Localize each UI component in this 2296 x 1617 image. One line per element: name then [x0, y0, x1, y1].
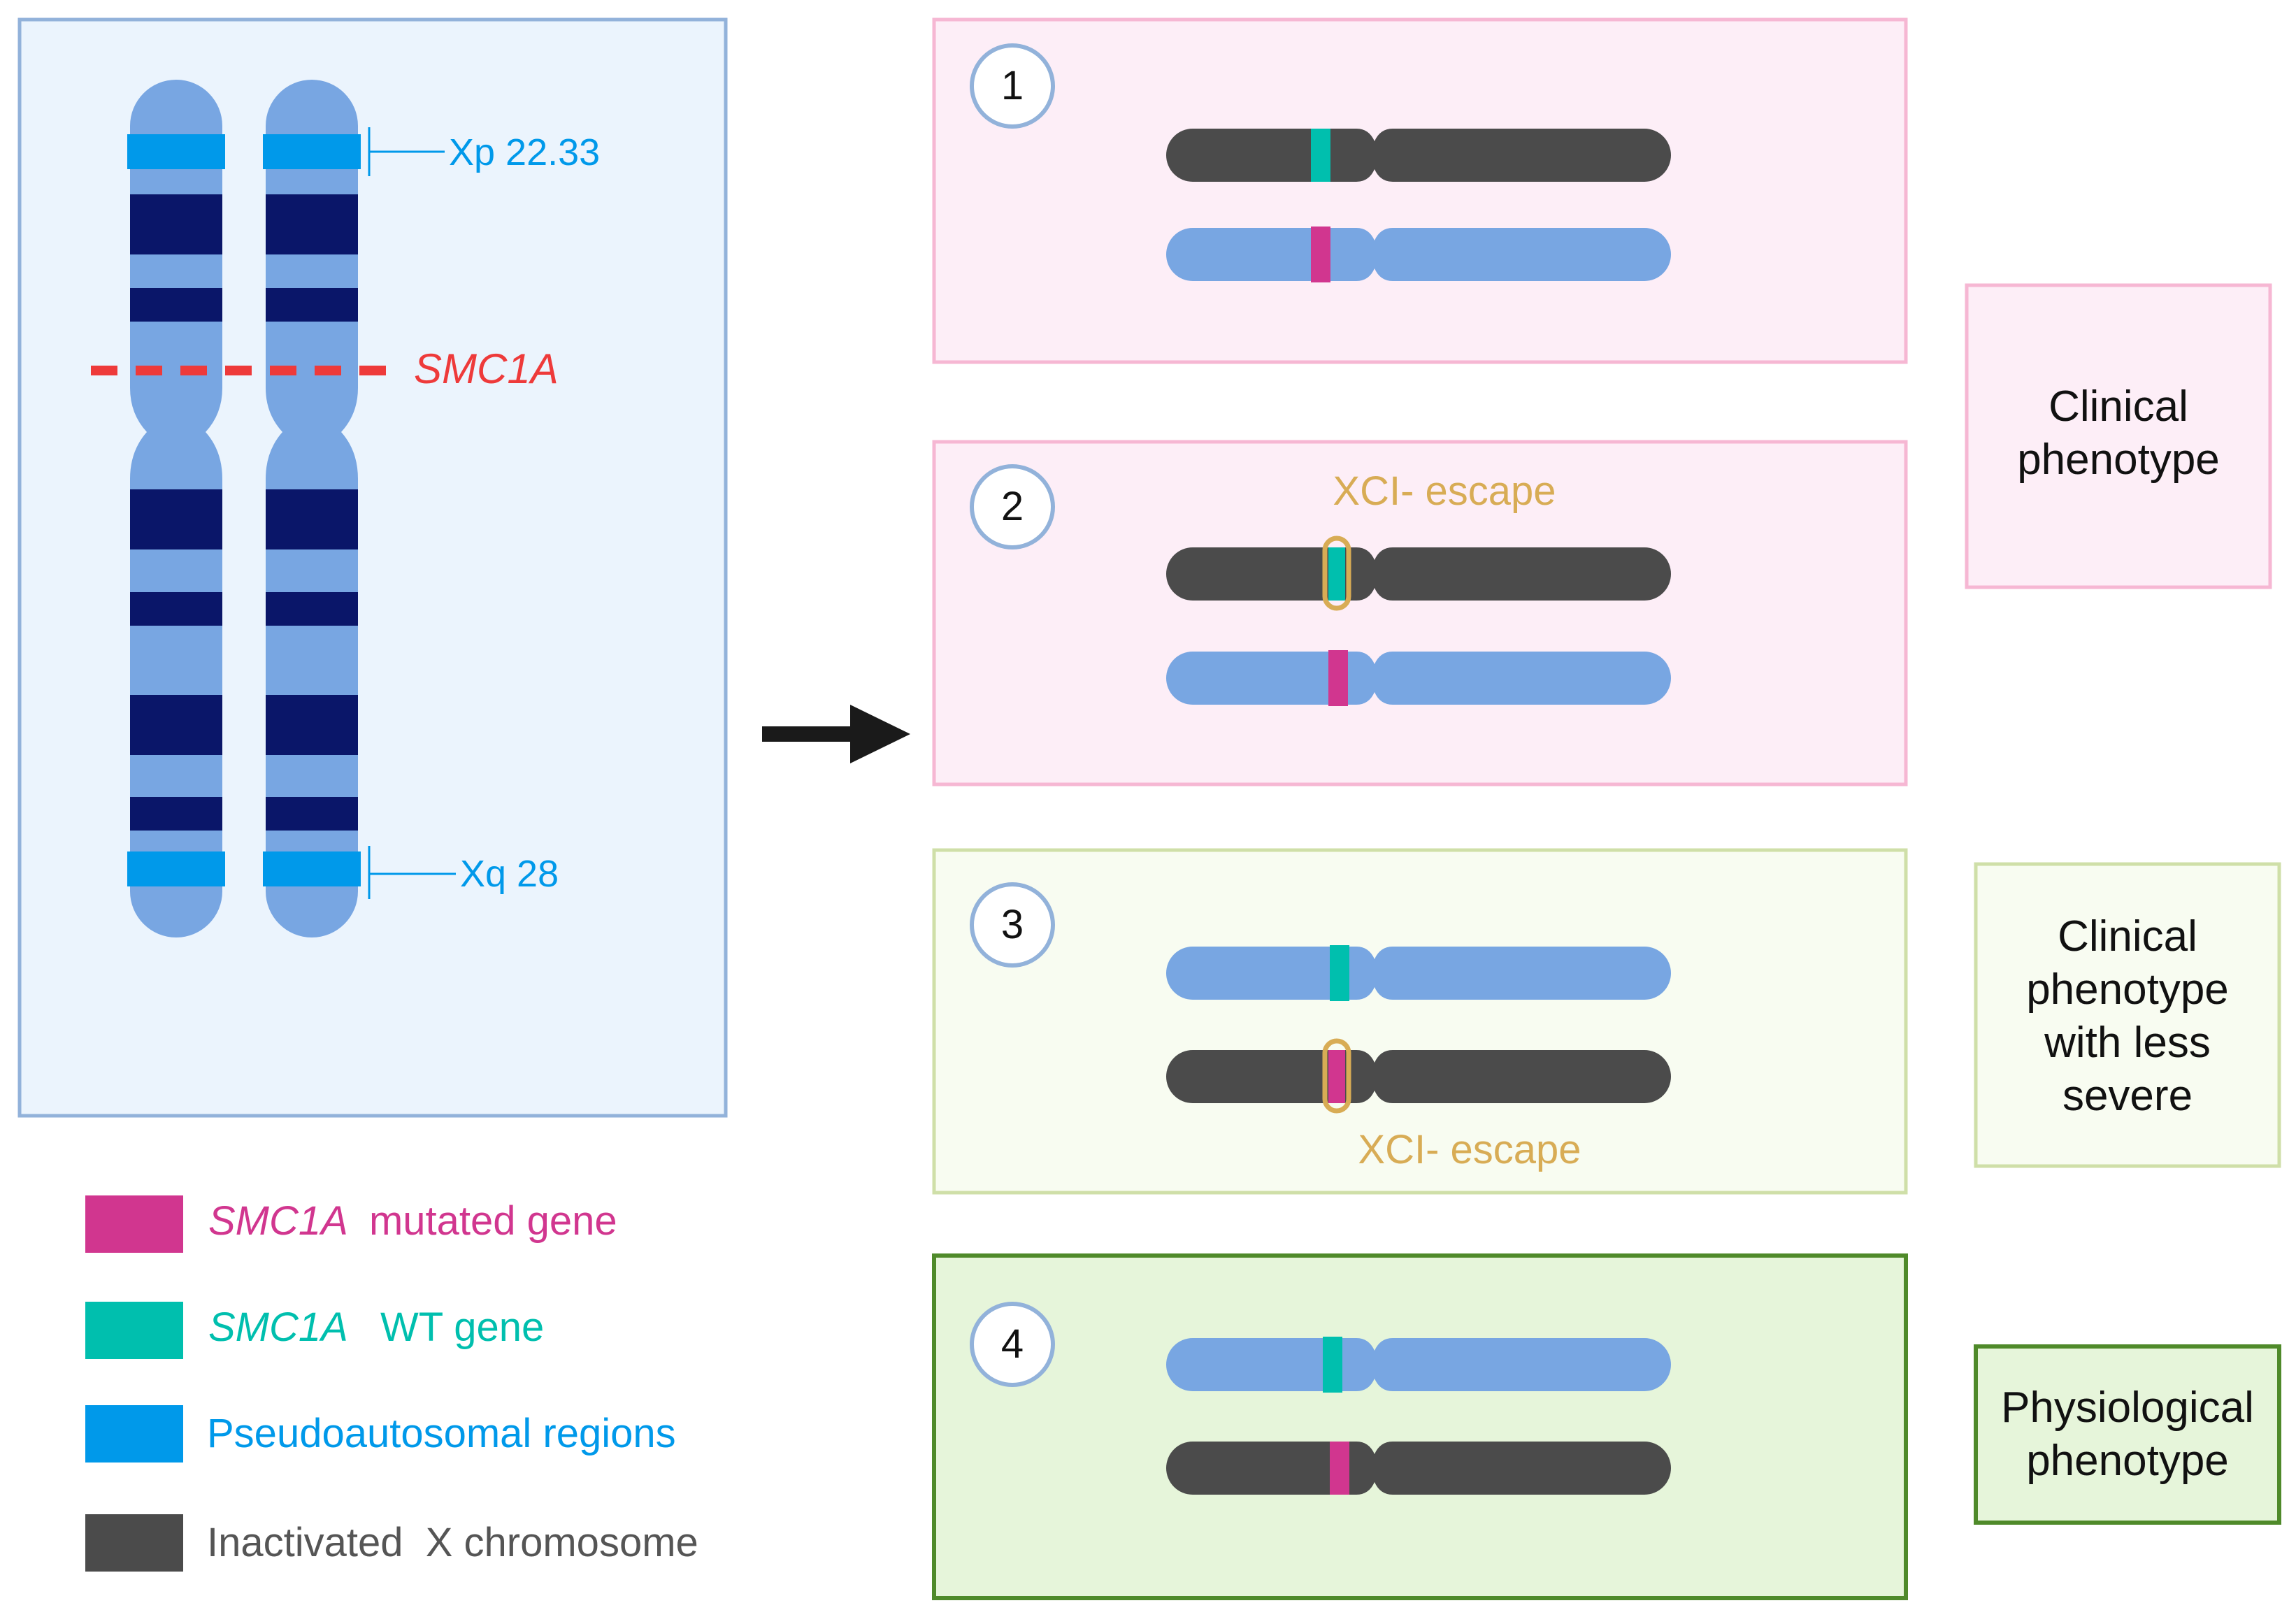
x-chromosome-left [127, 80, 225, 937]
scenario-panel [932, 17, 1908, 364]
smc1a-locus-marker: SMC1A [91, 345, 559, 392]
arrow [762, 705, 910, 763]
inactivated-x-chromosome [1166, 536, 1671, 611]
active-x-chromosome [1166, 227, 1671, 282]
legend-swatch [85, 1514, 183, 1572]
outcome-box [1965, 283, 2272, 589]
mutated-gene [1328, 650, 1348, 706]
scenario-number-badge [970, 464, 1055, 549]
xp-label: Xp 22.33 [449, 131, 600, 173]
mutated-gene [1330, 1442, 1349, 1495]
legend-swatch [85, 1195, 183, 1253]
pseudoautosomal-band-bottom [127, 851, 225, 886]
inactivated-x-chromosome [1166, 129, 1671, 182]
xci-escape-label: XCI- escape [1358, 1127, 1581, 1172]
active-x-chromosome [1166, 650, 1671, 706]
legend-label: Inactivated X chromosome [207, 1520, 698, 1565]
wt-gene [1330, 945, 1349, 1001]
scenario-2: 2 XCI- escape [932, 440, 1908, 786]
scenario-4: 4 [932, 1253, 1908, 1600]
svg-text:SMC1A mutated gene: SMC1A mutated gene [208, 1198, 617, 1244]
outcome-line: phenotype [2026, 965, 2229, 1014]
legend-item-wt-gene: SMC1A WT gene [85, 1302, 544, 1359]
scenario-number: 4 [1001, 1321, 1024, 1367]
legend-swatch [85, 1302, 183, 1359]
scenario-number: 2 [1001, 484, 1024, 529]
scenario-number-badge [970, 882, 1055, 968]
scenario-panel [932, 1253, 1908, 1600]
outcome-line: Physiological [2001, 1384, 2254, 1432]
xci-escape-outline [1322, 536, 1351, 611]
mutated-gene [1311, 227, 1330, 282]
outcome-box [1974, 1344, 2281, 1525]
active-x-chromosome [1166, 1337, 1671, 1393]
inactivated-x-chromosome [1166, 1038, 1671, 1114]
xq-marker: Xq 28 [368, 846, 559, 899]
outcome-line: phenotype [2017, 436, 2220, 484]
wt-gene [1311, 129, 1330, 182]
legend-item-inactivated: Inactivated X chromosome [85, 1514, 698, 1572]
scenario-number: 1 [1001, 63, 1024, 108]
mutated-gene [1328, 1050, 1345, 1103]
legend-label: mutated gene [369, 1198, 617, 1244]
scenario-number: 3 [1001, 902, 1024, 947]
scenario-number-badge [970, 43, 1055, 129]
outcome-line: Clinical [2058, 912, 2197, 961]
outcome-line: Clinical [2049, 382, 2188, 431]
scenario-panel [932, 848, 1908, 1195]
x-chromosome-right [263, 80, 361, 937]
scenario-1: 1 [932, 17, 1908, 364]
legend-gene-name: SMC1A [208, 1198, 348, 1244]
legend-label: WT gene [380, 1305, 544, 1350]
xci-escape-label: XCI- escape [1333, 468, 1556, 514]
outcome-line: severe [2062, 1072, 2193, 1120]
wt-gene [1323, 1337, 1342, 1393]
legend-item-mutated-gene: SMC1A mutated gene [85, 1195, 617, 1253]
active-x-chromosome [1166, 945, 1671, 1001]
pseudoautosomal-band-top [127, 134, 225, 169]
legend: SMC1A mutated gene SMC1A WT gene Pseudoa… [85, 1195, 698, 1572]
chromosome-panel [17, 17, 728, 1118]
svg-text:SMC1A WT gene: SMC1A WT gene [208, 1305, 544, 1350]
smc1a-label: SMC1A [414, 345, 559, 392]
legend-swatch [85, 1405, 183, 1463]
legend-item-pseudoautosomal: Pseudoautosomal regions [85, 1405, 676, 1463]
outcome-line: with less [2044, 1019, 2211, 1067]
xp-marker: Xp 22.33 [368, 127, 600, 176]
legend-gene-name: SMC1A [208, 1305, 348, 1350]
outcome-line: phenotype [2026, 1437, 2229, 1485]
scenario-number-badge [970, 1302, 1055, 1387]
xq-label: Xq 28 [460, 853, 559, 895]
inactivated-x-chromosome [1166, 1442, 1671, 1495]
legend-label: Pseudoautosomal regions [207, 1411, 676, 1456]
outcome-box [1974, 862, 2281, 1168]
xci-escape-outline [1322, 1038, 1351, 1114]
outcome-physiological-phenotype: Physiological phenotype [1974, 1344, 2281, 1525]
outcome-less-severe: Clinical phenotype with less severe [1974, 862, 2281, 1168]
wt-gene [1328, 547, 1345, 601]
scenario-panel [932, 440, 1908, 786]
outcome-clinical-phenotype: Clinical phenotype [1965, 283, 2272, 589]
scenario-3: 3 XCI- escape [932, 848, 1908, 1195]
